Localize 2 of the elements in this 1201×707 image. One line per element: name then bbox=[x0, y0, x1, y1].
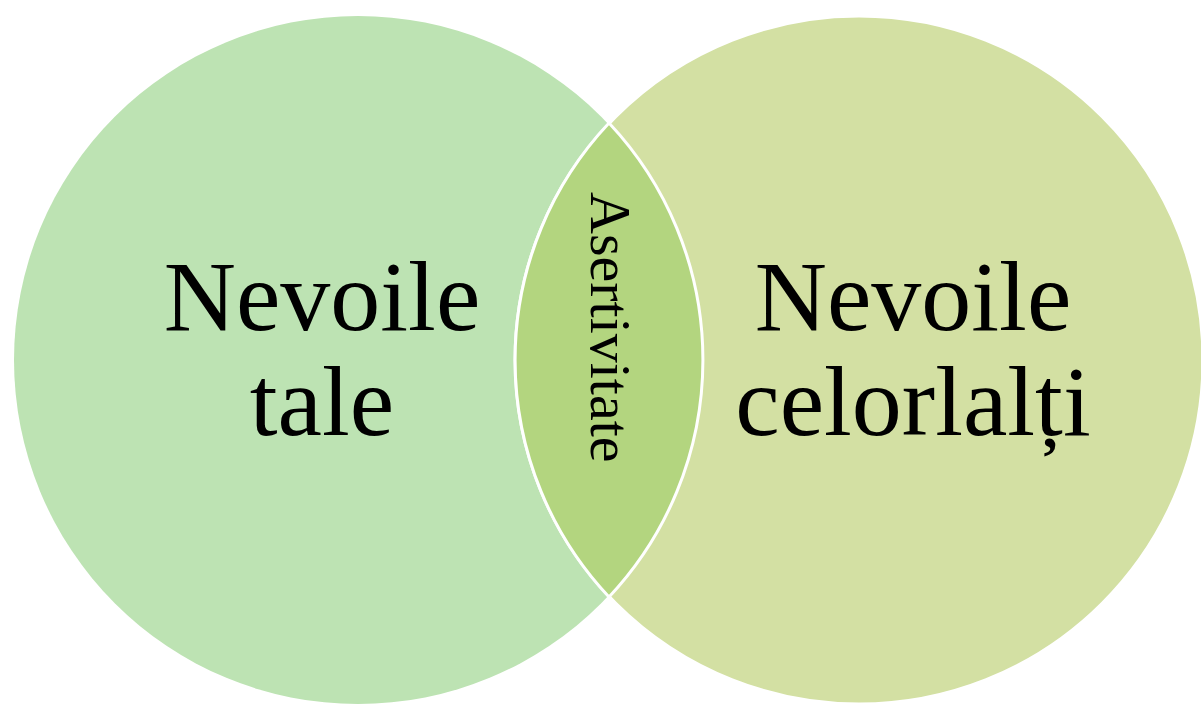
circle-label: Nevoile tale bbox=[162, 244, 482, 454]
overlap-label: Asertivitate bbox=[579, 192, 640, 463]
